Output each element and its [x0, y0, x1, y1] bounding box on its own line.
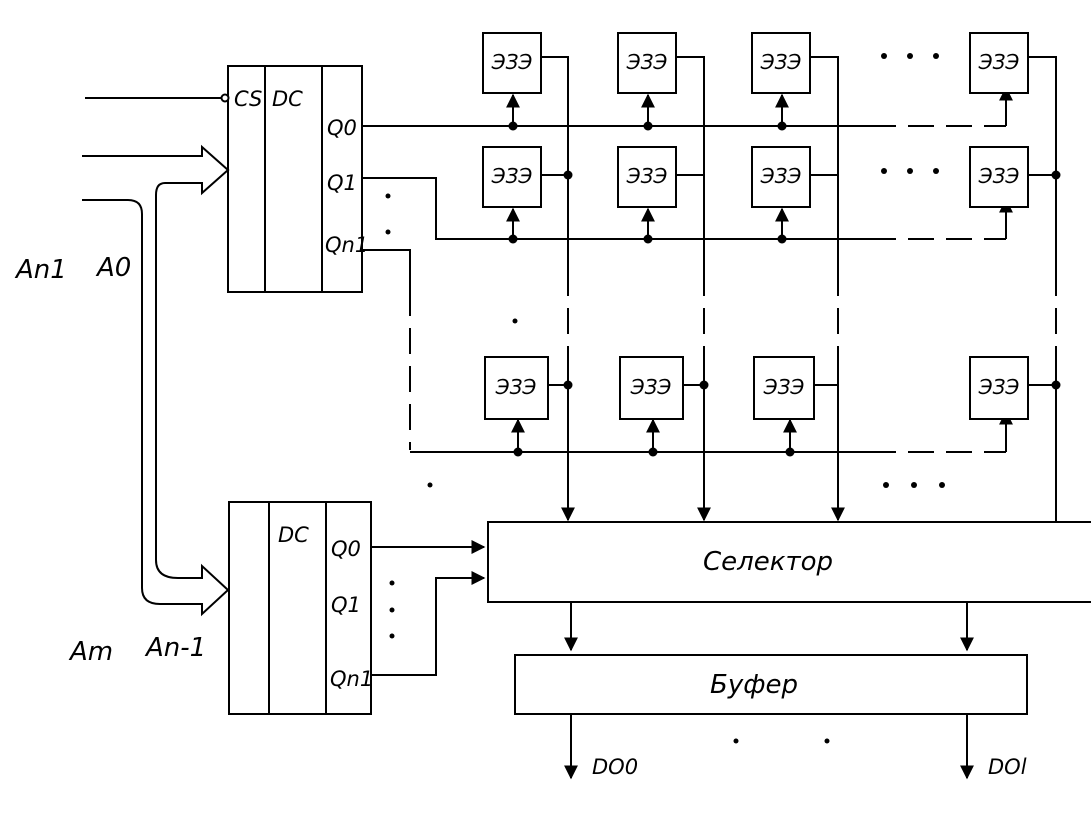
selector-block: Селектор	[487, 521, 1091, 603]
word-line-junctions	[508, 121, 795, 457]
svg-text:ЭЗЭ: ЭЗЭ	[491, 164, 533, 188]
memory-cell: ЭЗЭ	[484, 356, 549, 420]
row-decoder-q0-label: Q0	[327, 116, 357, 140]
svg-text:ЭЗЭ: ЭЗЭ	[978, 164, 1020, 188]
svg-text:ЭЗЭ: ЭЗЭ	[978, 50, 1020, 74]
svg-text:ЭЗЭ: ЭЗЭ	[760, 50, 802, 74]
memory-cell: ЭЗЭ	[969, 356, 1029, 420]
ellipsis-dots	[385, 53, 945, 744]
addr-label-a0: A0	[95, 253, 131, 283]
svg-text:ЭЗЭ: ЭЗЭ	[978, 375, 1020, 399]
svg-text:ЭЗЭ: ЭЗЭ	[626, 50, 668, 74]
addr-label-an-1: An-1	[144, 633, 206, 663]
row-decoder-dc-label: DC	[272, 87, 303, 111]
row-address-bus-arrow	[82, 144, 230, 470]
addr-label-am: Am	[68, 637, 113, 667]
output-label-do0: DO0	[592, 755, 638, 779]
memory-cell: ЭЗЭ	[617, 32, 677, 94]
selector-label: Селектор	[703, 547, 833, 577]
column-address-bus-arrow	[141, 470, 230, 617]
memory-cell: ЭЗЭ	[751, 146, 811, 208]
memory-cell: ЭЗЭ	[753, 356, 815, 420]
cs-inversion-bubble	[220, 93, 230, 103]
memory-cell: ЭЗЭ	[969, 146, 1029, 208]
output-label-dol: DOl	[988, 755, 1027, 779]
column-decoder-qn-label: Qn1	[330, 667, 373, 691]
svg-text:ЭЗЭ: ЭЗЭ	[491, 50, 533, 74]
memory-cell-grid: ЭЗЭ ЭЗЭ ЭЗЭ ЭЗЭ ЭЗЭ ЭЗЭ ЭЗЭ ЭЗЭ ЭЗЭ ЭЗЭ …	[482, 32, 1029, 420]
word-line-taps	[506, 93, 797, 452]
memory-cell: ЭЗЭ	[619, 356, 684, 420]
column-decoder-q1-label: Q1	[331, 593, 361, 617]
svg-text:ЭЗЭ: ЭЗЭ	[495, 375, 537, 399]
memory-cell: ЭЗЭ	[482, 146, 542, 208]
memory-cell: ЭЗЭ	[751, 32, 811, 94]
column-decoder-q0-label: Q0	[331, 537, 361, 561]
svg-text:ЭЗЭ: ЭЗЭ	[760, 164, 802, 188]
memory-cell: ЭЗЭ	[969, 32, 1029, 94]
svg-text:ЭЗЭ: ЭЗЭ	[626, 164, 668, 188]
addr-label-an1: An1	[14, 255, 67, 285]
row-decoder: CS DC Q0 Q1 Qn1	[227, 65, 368, 293]
bit-line-junctions	[563, 170, 1061, 390]
bit-lines	[541, 56, 1057, 522]
svg-text:ЭЗЭ: ЭЗЭ	[630, 375, 672, 399]
memory-cell: ЭЗЭ	[482, 32, 542, 94]
column-decoder: DC Q0 Q1 Qn1	[228, 501, 373, 715]
row-decoder-q1-label: Q1	[327, 171, 357, 195]
buffer-label: Буфер	[710, 670, 798, 700]
column-decoder-dc-label: DC	[278, 523, 309, 547]
row-decoder-qn-label: Qn1	[325, 233, 368, 257]
cs-label: CS	[234, 87, 262, 111]
memory-cell: ЭЗЭ	[617, 146, 677, 208]
buffer-block: Буфер	[514, 654, 1028, 715]
svg-text:ЭЗЭ: ЭЗЭ	[763, 375, 805, 399]
